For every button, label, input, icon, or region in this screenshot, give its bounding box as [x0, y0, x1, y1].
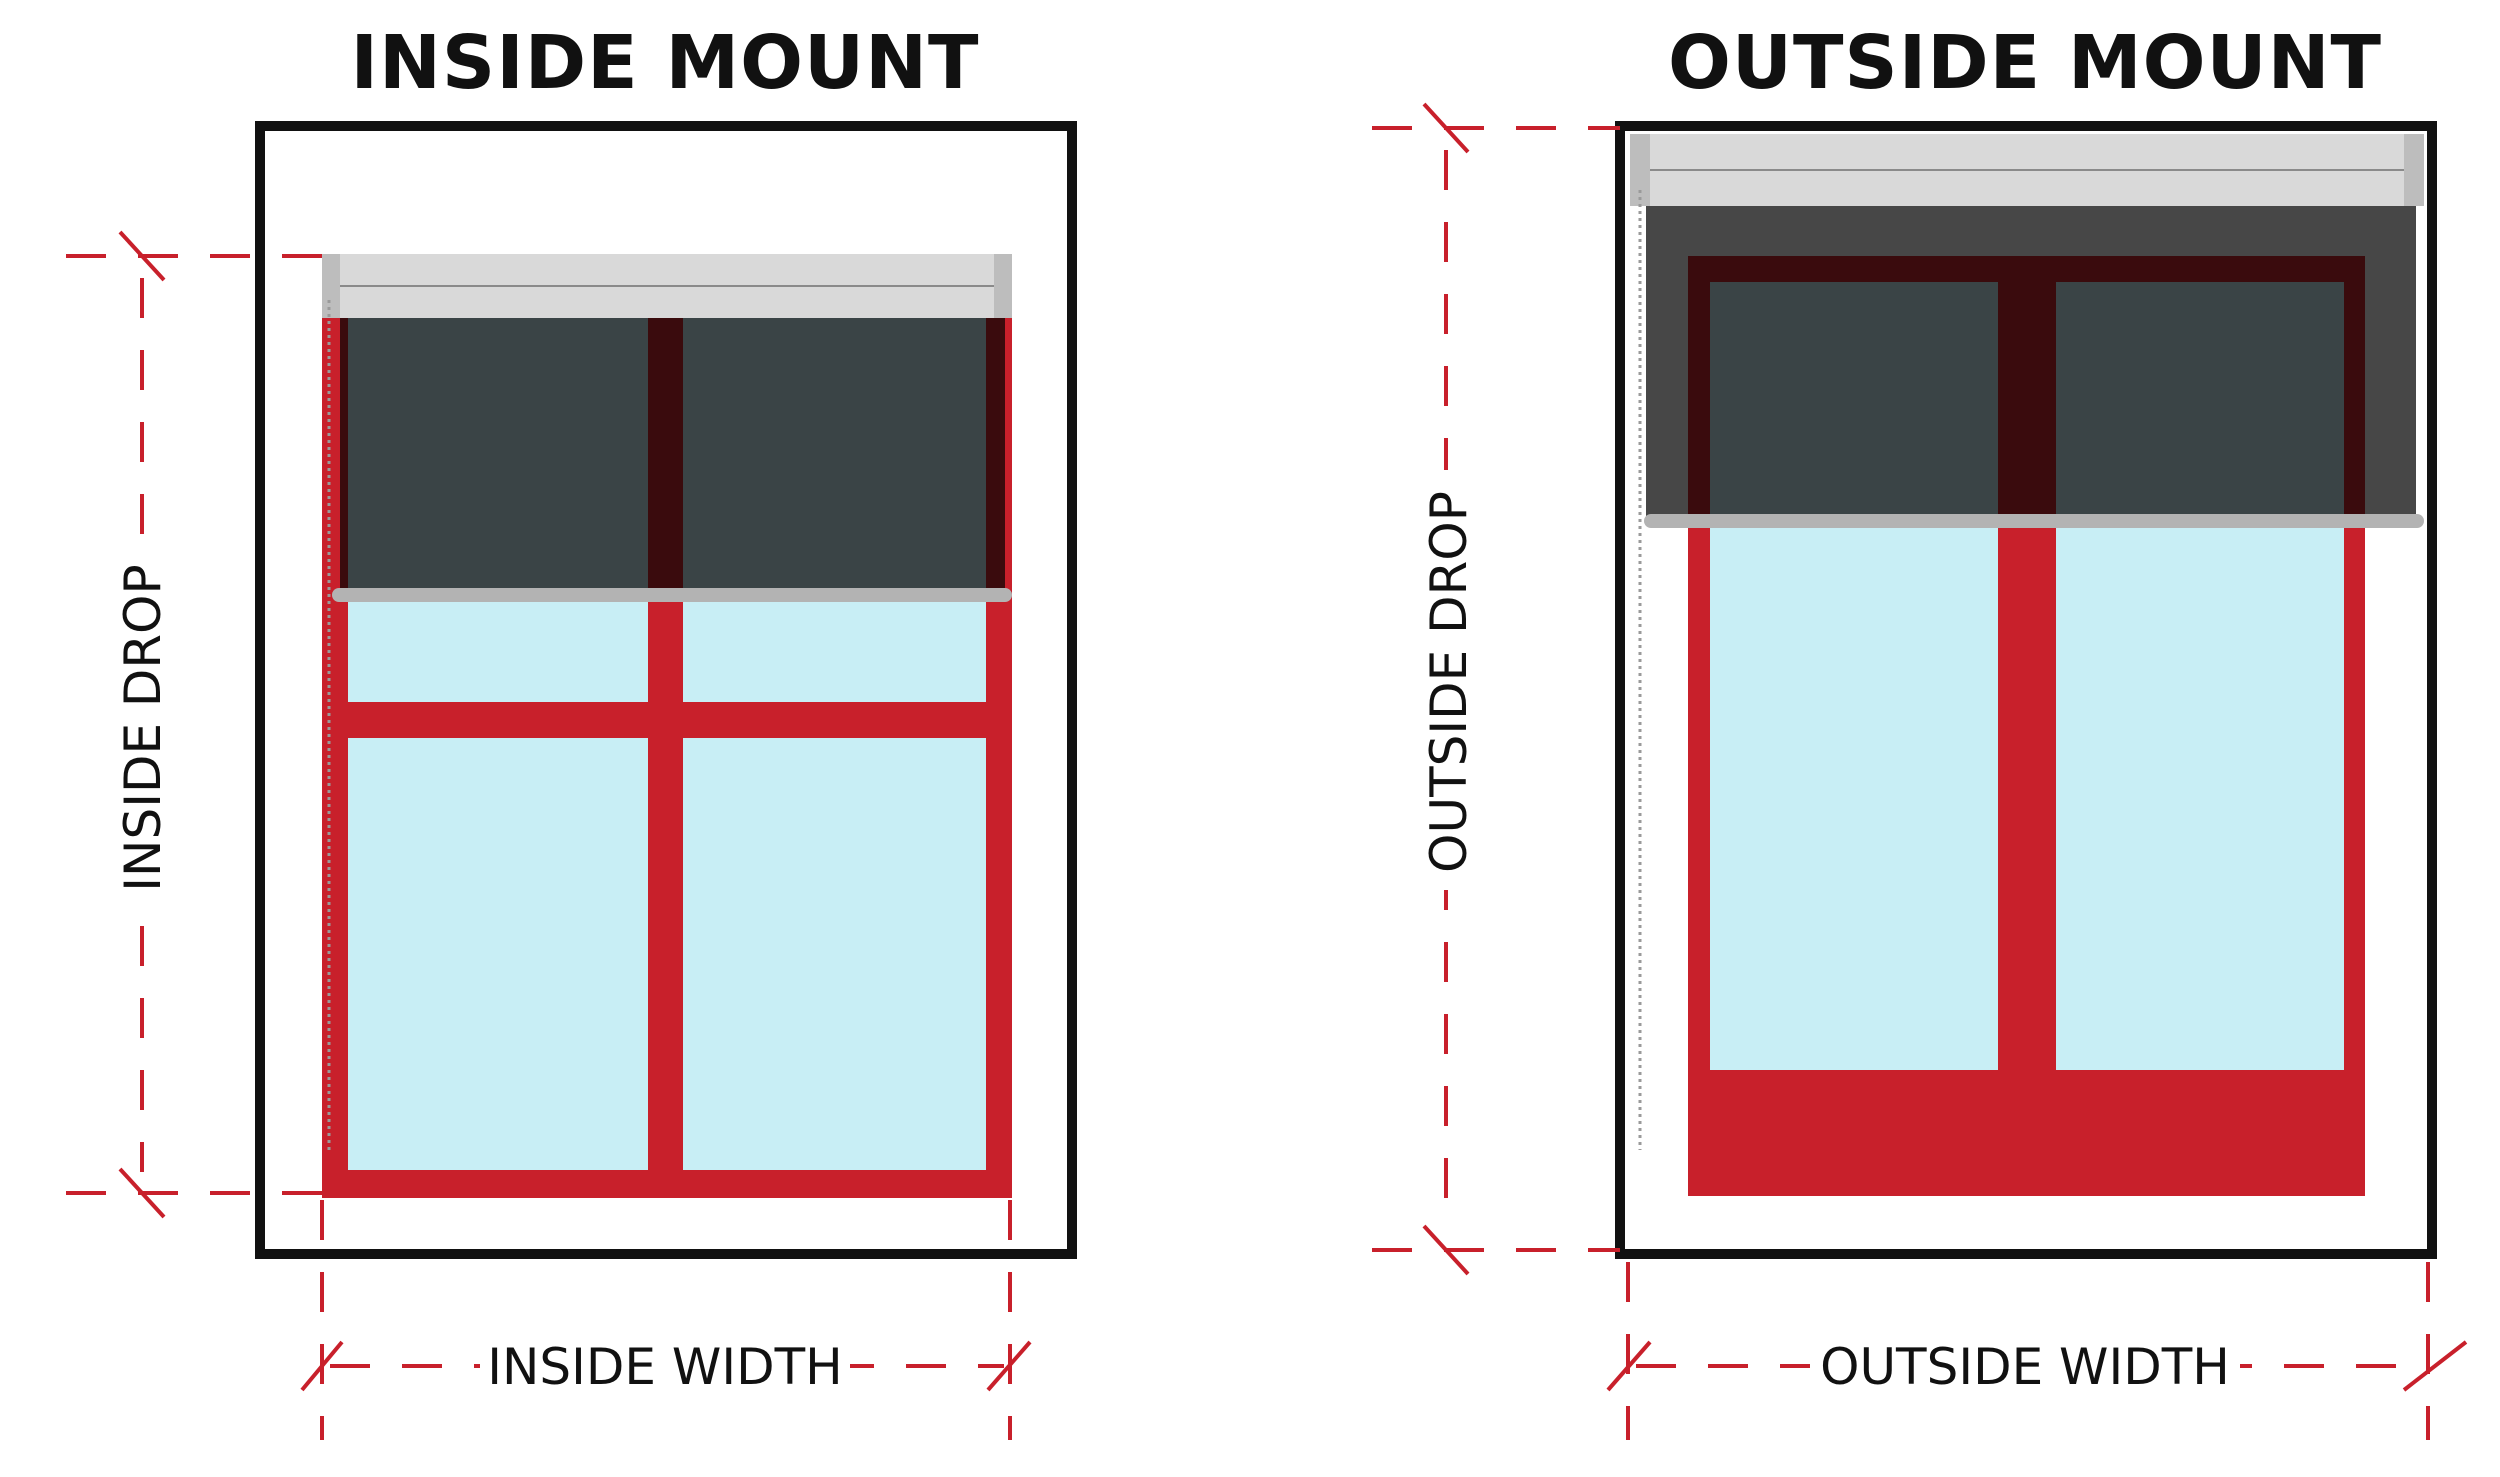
- inside-recess-outline: [255, 121, 1077, 1259]
- outside-wall-outline: [1615, 121, 2437, 1259]
- inside-bottom-bar: [332, 588, 1012, 602]
- outside-blind-fabric-left: [1710, 282, 1998, 518]
- outside-width-label-bg: [1810, 1330, 2240, 1400]
- inside-blind-fabric-right: [683, 316, 986, 594]
- outside-headrail-endcap-left: [1630, 134, 1650, 206]
- inside-width-tick-left: [300, 1340, 344, 1392]
- outside-width-tick-left: [1606, 1340, 1652, 1392]
- inside-drop-label-bg: [112, 540, 172, 920]
- outside-drop-label: OUTSIDE DROP: [1420, 491, 1478, 873]
- inside-width-tick-right: [986, 1340, 1032, 1392]
- inside-headrail-endcap-left: [322, 254, 340, 318]
- outside-width-tick-right: [2402, 1340, 2468, 1392]
- inside-headrail-endcap-right: [994, 254, 1012, 318]
- inside-glass-bottom-right: [683, 738, 986, 1170]
- outside-width-dimension: OUTSIDE WIDTH: [1606, 1262, 2468, 1440]
- outside-headrail-endcap-right: [2404, 134, 2424, 206]
- inside-mount-panel: INSIDE MOUNT: [66, 20, 1077, 1440]
- inside-width-label-bg: [480, 1330, 850, 1400]
- inside-mount-title: INSIDE MOUNT: [350, 20, 979, 106]
- inside-glass-bottom-left: [348, 738, 648, 1170]
- inside-width-label: INSIDE WIDTH: [487, 1338, 842, 1396]
- inside-drop-tick-top: [118, 230, 166, 282]
- outside-mount-panel: OUTSIDE MOUNT: [1372, 20, 2468, 1440]
- inside-width-dimension: INSIDE WIDTH: [300, 1200, 1032, 1440]
- outside-blind: [1630, 134, 2424, 1150]
- outside-drop-tick-bottom: [1422, 1224, 1470, 1276]
- outside-width-label: OUTSIDE WIDTH: [1820, 1338, 2230, 1396]
- outside-drop-label-bg: [1416, 470, 1476, 890]
- inside-window: [322, 318, 1012, 1198]
- inside-drop-dimension: INSIDE DROP: [66, 230, 322, 1219]
- outside-drop-tick-top: [1422, 102, 1470, 154]
- outside-blind-fabric-right: [2056, 282, 2344, 518]
- inside-drop-label: INSIDE DROP: [114, 564, 172, 891]
- inside-blind-fabric-left: [348, 316, 648, 594]
- outside-bottom-bar: [1644, 514, 2424, 528]
- outside-drop-dimension: OUTSIDE DROP: [1372, 102, 1620, 1276]
- inside-drop-tick-bottom: [118, 1167, 166, 1219]
- outside-mount-title: OUTSIDE MOUNT: [1668, 20, 2382, 106]
- inside-blind: [322, 254, 1012, 1150]
